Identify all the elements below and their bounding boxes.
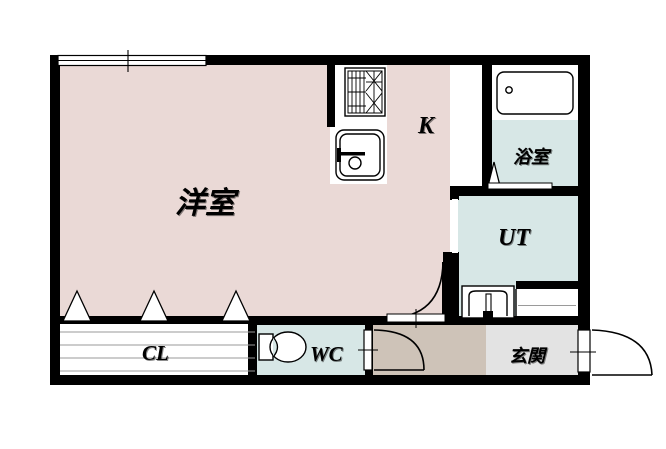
wall-ut-left-upper [450, 186, 459, 200]
wall-lower-band-top-2 [248, 316, 373, 325]
wall-ut-left-lower [450, 252, 459, 324]
wall-bath-ut [450, 186, 590, 196]
label-wc: WC [310, 342, 343, 366]
room-genkan [486, 323, 578, 381]
room-bathroom [492, 120, 578, 188]
wall-ut-bottom-right [516, 281, 590, 289]
wall-bottom [50, 375, 590, 385]
wall-room-hall-right [443, 252, 451, 318]
label-bathroom: 浴室 [513, 147, 549, 168]
closet-door-marker [61, 289, 93, 322]
label-utility: UT [498, 225, 530, 251]
label-genkan: 玄関 [509, 346, 545, 367]
ut-door-opening[interactable] [452, 199, 458, 253]
label-washitsu: 洋室 [175, 186, 235, 221]
wall-left [50, 55, 60, 385]
room-washitsu [60, 65, 332, 320]
service-strip-line [518, 305, 576, 306]
label-kitchen: K [418, 113, 435, 139]
closet-door-marker [220, 289, 252, 322]
wall-kitchen-counter-back [327, 65, 335, 127]
wall-closet-wc [248, 316, 257, 385]
closet-door-marker [138, 289, 170, 322]
wall-top [50, 55, 590, 65]
wall-kitchen-bath [482, 55, 492, 188]
wall-right [578, 55, 590, 385]
label-closet: CL [142, 341, 169, 365]
wall-ut-bottom [450, 316, 590, 325]
